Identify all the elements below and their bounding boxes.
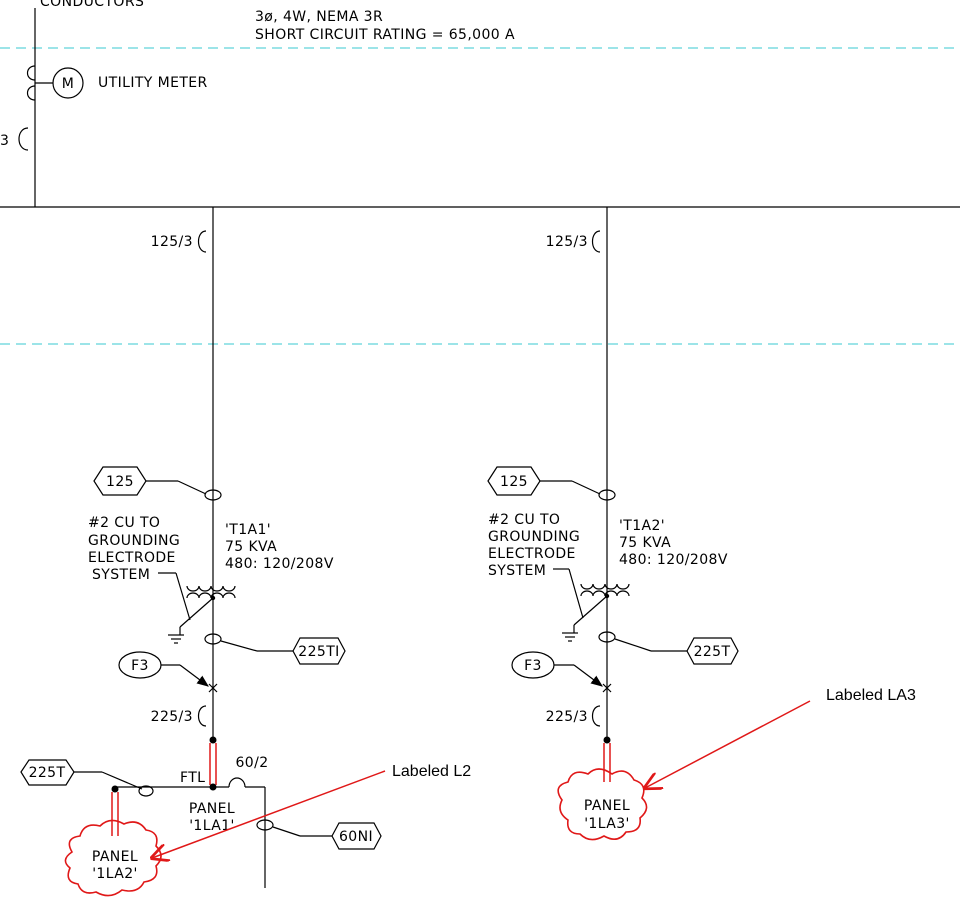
left-annotation-text: Labeled L2 xyxy=(392,763,471,780)
right-revision-cloud-icon xyxy=(557,768,648,841)
right-annotation-text: Labeled LA3 xyxy=(826,687,916,704)
left-transformer-voltage: 480: 120/208V xyxy=(225,556,334,572)
right-sec-leader-1 xyxy=(614,638,652,652)
left-panel-label-2: '1LA1' xyxy=(189,818,235,834)
right-conductor-markup xyxy=(603,736,611,782)
left-sec-tag-text: 225TI xyxy=(298,644,339,660)
left-revision-cloud-icon xyxy=(64,819,162,897)
left-feeder-leader-2 xyxy=(177,480,207,495)
right-fuse-icon xyxy=(602,683,612,693)
right-ground-note-1: #2 CU TO xyxy=(488,512,560,528)
left-ground-note-2: GROUNDING xyxy=(88,533,180,549)
right-sec-tag xyxy=(686,637,739,665)
right-feeder-tag-text: 125 xyxy=(500,474,528,490)
meter-symbol: M xyxy=(62,76,74,92)
right-feeder-leader-2 xyxy=(571,480,601,495)
left-conductor-markup xyxy=(209,736,217,791)
utility-breaker-rating: 3 xyxy=(0,133,9,149)
right-transformer-icon xyxy=(562,583,630,642)
left-sub-breaker-icon xyxy=(228,777,246,788)
rating-line-1: 3ø, 4W, NEMA 3R xyxy=(255,9,383,25)
right-fuse-tag-text: F3 xyxy=(524,658,542,674)
left-feeder-tag-2-text: 225T xyxy=(29,765,66,781)
left-tag2-leader-2 xyxy=(101,771,143,790)
left-cloud-panel-label-2: '1LA2' xyxy=(92,866,138,882)
left-annotation-arrow xyxy=(152,770,386,858)
left-sub-leader-1 xyxy=(272,826,301,837)
left-fuse-tag-text: F3 xyxy=(131,658,149,674)
right-transformer-name: 'T1A2' xyxy=(619,518,665,534)
left-sub-breaker-rating: 60/2 xyxy=(235,755,268,771)
right-ground-note-3: ELECTRODE xyxy=(488,546,576,562)
left-tag2-wire-icon xyxy=(138,785,154,797)
right-feeder-wire-icon xyxy=(598,489,616,501)
left-sub-wire-icon xyxy=(256,819,274,831)
right-secondary-wire-icon xyxy=(598,631,616,643)
left-feeder-tag-text: 125 xyxy=(106,474,134,490)
right-sec-breaker-icon xyxy=(591,705,601,727)
left-fuse-leader-2 xyxy=(179,664,209,687)
left-branch: 125/3 125 #2 CU TO GROUNDING ELECTRODE S… xyxy=(20,207,471,897)
right-transformer-voltage: 480: 120/208V xyxy=(619,552,728,568)
right-transformer-kva: 75 KVA xyxy=(619,535,671,551)
left-transformer-kva: 75 KVA xyxy=(225,539,277,555)
utility-meter-label: UTILITY METER xyxy=(98,75,208,91)
right-sec-tag-text: 225T xyxy=(694,644,731,660)
right-cloud-panel-label-1: PANEL xyxy=(584,798,630,814)
left-ground-note-4: SYSTEM xyxy=(92,567,150,583)
right-sec-breaker-rating: 225/3 xyxy=(546,709,588,725)
utility-ct-icon xyxy=(26,65,36,101)
left-sub-tag-text: 60NI xyxy=(339,829,373,845)
left-feeder-wire-icon xyxy=(204,489,222,501)
left-ground-note-leader-2 xyxy=(175,572,191,621)
right-fuse-leader-2 xyxy=(573,664,603,687)
right-branch: 125/3 125 #2 CU TO GROUNDING ELECTRODE S… xyxy=(487,207,916,841)
rating-line-2: SHORT CIRCUIT RATING = 65,000 A xyxy=(255,27,515,43)
left-sec-tag xyxy=(292,637,346,665)
right-cloud-panel-label-2: '1LA3' xyxy=(584,816,630,832)
left-fuse-icon xyxy=(208,683,218,693)
left-main-breaker-rating: 125/3 xyxy=(151,234,193,250)
right-ground-note-4: SYSTEM xyxy=(488,563,546,579)
utility-breaker-icon xyxy=(18,127,29,151)
left-cloud-panel-label-1: PANEL xyxy=(92,849,138,865)
left-sub-tag xyxy=(331,822,382,850)
left-main-breaker-icon xyxy=(197,230,207,253)
right-main-breaker-rating: 125/3 xyxy=(546,234,588,250)
left-sec-breaker-icon xyxy=(197,705,207,727)
left-ground-note-1: #2 CU TO xyxy=(88,515,160,531)
header-fragment: CONDUCTORS xyxy=(40,0,144,10)
left-sec-leader-1 xyxy=(220,640,258,652)
left-ftl-label: FTL xyxy=(180,770,205,786)
right-ground-note-2: GROUNDING xyxy=(488,529,580,545)
left-transformer-name: 'T1A1' xyxy=(225,522,271,538)
left-transformer-icon xyxy=(168,585,236,644)
left-secondary-wire-icon xyxy=(204,633,222,645)
left-sec-breaker-rating: 225/3 xyxy=(151,709,193,725)
right-main-breaker-icon xyxy=(591,230,601,253)
right-annotation-arrow xyxy=(645,700,811,788)
left-panel-label-1: PANEL xyxy=(189,801,235,817)
right-ground-note-leader-2 xyxy=(568,568,584,619)
left-cloud-conductor-markup xyxy=(111,785,119,836)
left-ground-note-3: ELECTRODE xyxy=(88,550,176,566)
